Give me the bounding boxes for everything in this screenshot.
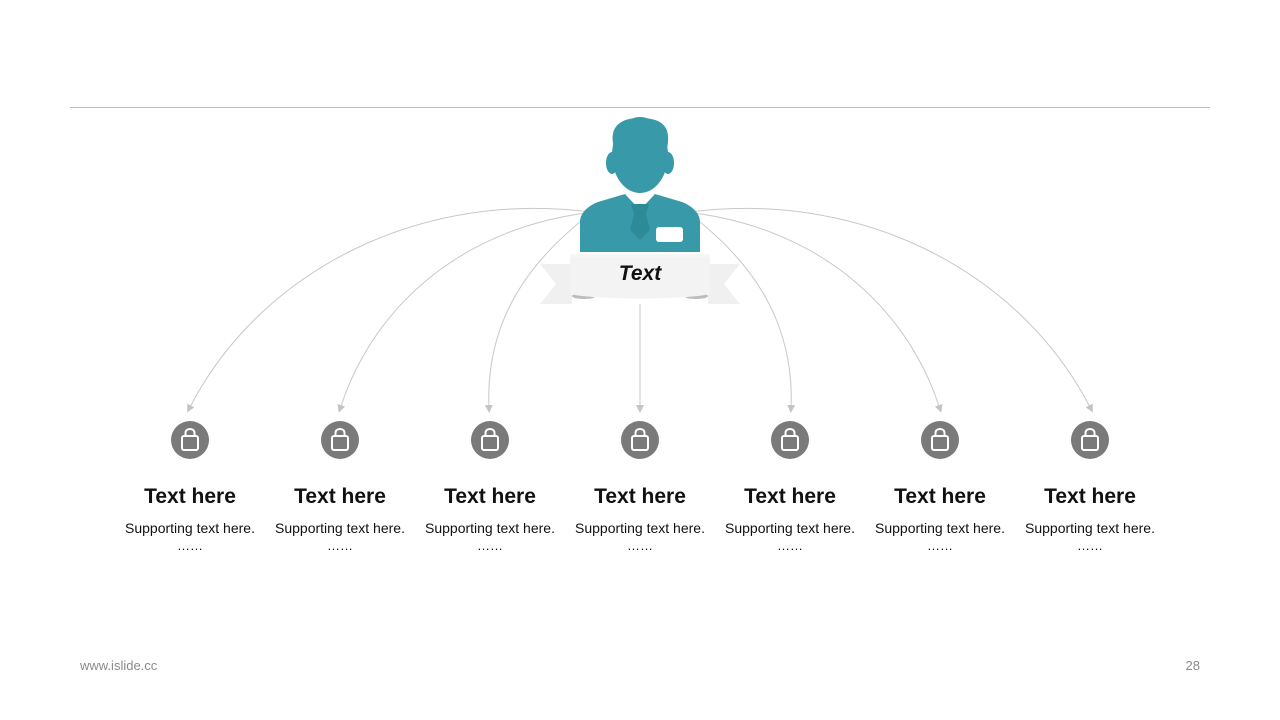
connector-arrow-1 (187, 208, 591, 413)
list-item: Text here Supporting text here. …… (415, 420, 565, 553)
shopping-bag-icon (621, 421, 659, 459)
item-title: Text here (894, 485, 986, 508)
item-title: Text here (594, 485, 686, 508)
item-ellipsis: …… (777, 538, 803, 553)
list-item: Text here Supporting text here. …… (115, 420, 265, 553)
center-label: Text (618, 262, 662, 285)
item-ellipsis: …… (327, 538, 353, 553)
top-divider (70, 107, 1210, 108)
item-subtitle: Supporting text here. (275, 520, 405, 536)
ribbon-banner (540, 256, 740, 304)
item-ellipsis: …… (177, 538, 203, 553)
connector-arrow-7 (689, 208, 1093, 413)
list-item: Text here Supporting text here. …… (715, 420, 865, 553)
list-item: Text here Supporting text here. …… (865, 420, 1015, 553)
item-ellipsis: …… (477, 538, 503, 553)
shopping-bag-icon (171, 421, 209, 459)
item-subtitle: Supporting text here. (875, 520, 1005, 536)
shopping-bag-icon (771, 421, 809, 459)
shopping-bag-icon (1071, 421, 1109, 459)
shopping-bag-icon (321, 421, 359, 459)
item-ellipsis: …… (927, 538, 953, 553)
connector-arrow-2 (337, 211, 596, 413)
item-subtitle: Supporting text here. (725, 520, 855, 536)
item-title: Text here (744, 485, 836, 508)
item-title: Text here (144, 485, 236, 508)
item-title: Text here (294, 485, 386, 508)
item-subtitle: Supporting text here. (125, 520, 255, 536)
connector-arrow-3 (484, 213, 591, 413)
footer-url[interactable]: www.islide.cc (80, 658, 158, 673)
item-ellipsis: …… (1077, 538, 1103, 553)
item-ellipsis: …… (627, 538, 653, 553)
item-title: Text here (444, 485, 536, 508)
list-item: Text here Supporting text here. …… (265, 420, 415, 553)
list-item: Text here Supporting text here. …… (565, 420, 715, 553)
item-subtitle: Supporting text here. (575, 520, 705, 536)
page-number: 28 (1185, 658, 1200, 673)
shopping-bag-icon (471, 421, 509, 459)
item-title: Text here (1044, 485, 1136, 508)
shopping-bag-icon (921, 421, 959, 459)
connector-arrow-6 (684, 211, 943, 413)
list-item: Text here Supporting text here. …… (1015, 420, 1165, 553)
connector-arrow-5 (689, 213, 796, 413)
item-subtitle: Supporting text here. (425, 520, 555, 536)
person-icon (580, 117, 700, 252)
item-subtitle: Supporting text here. (1025, 520, 1155, 536)
